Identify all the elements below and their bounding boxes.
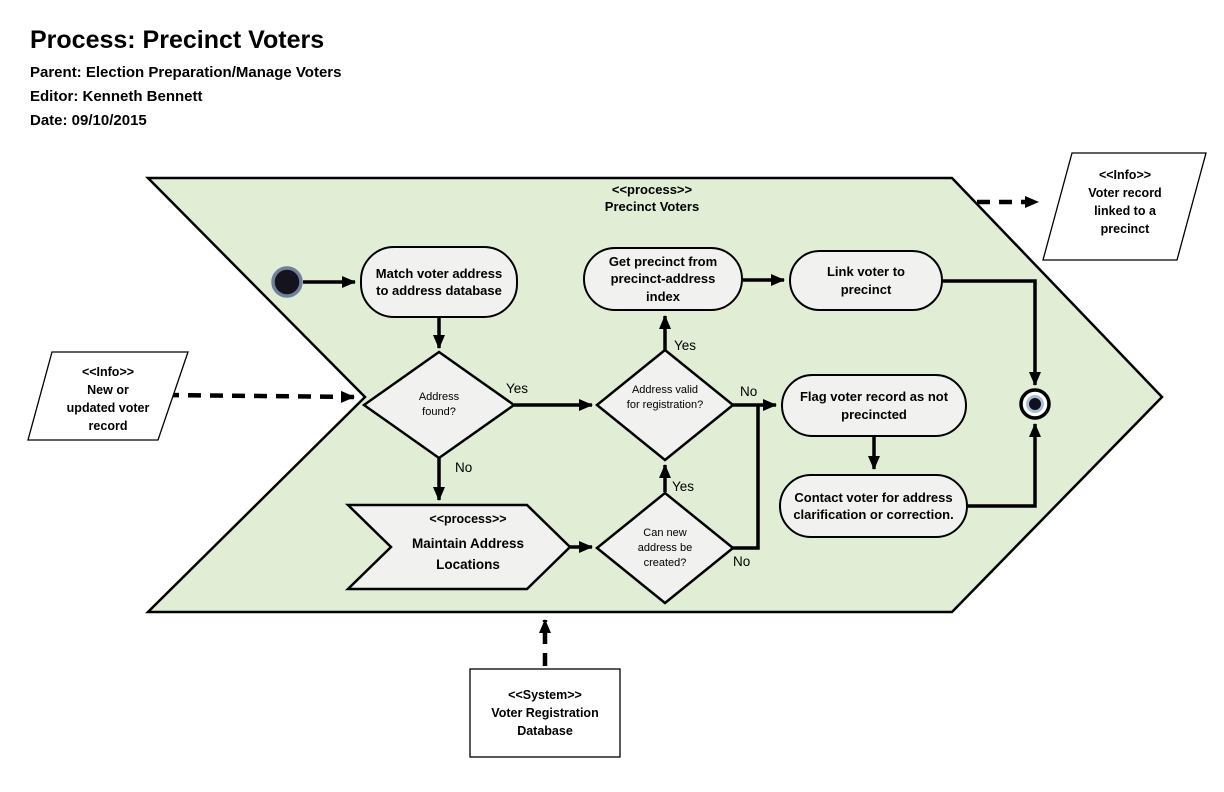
node-link-voter: Link voter to precinct	[789, 250, 943, 311]
process-title-label: <<process>> Precinct Voters	[572, 182, 732, 216]
label-valid-yes: Yes	[674, 338, 697, 353]
process-stereotype: <<process>>	[611, 182, 693, 197]
edge-cannew-no-join	[733, 404, 760, 550]
start-node	[271, 266, 303, 298]
maintain-address-shape	[344, 503, 572, 591]
decision-can-new-address	[595, 491, 735, 605]
node-match-voter: Match voter address to address database	[360, 246, 518, 318]
info-right-text: Voter record linked to a precinct	[1088, 186, 1162, 237]
system-database-label: <<System>> Voter Registration Database	[478, 686, 612, 740]
process-name: Precinct Voters	[604, 198, 700, 214]
label-cannew-no: No	[733, 554, 751, 569]
info-right-stereotype: <<Info>>	[1098, 168, 1152, 182]
decision-address-found	[361, 350, 517, 460]
decision-address-valid	[595, 348, 735, 462]
decision-can-new-label: Can new address be created?	[637, 527, 693, 569]
edge-info-left-to-process	[165, 390, 355, 403]
label-valid-no: No	[740, 384, 758, 399]
page-title: Process: Precinct Voters	[30, 26, 325, 54]
node-get-precinct: Get precinct from precinct-address index	[583, 247, 743, 311]
decision-address-valid-label: Address valid for registration?	[626, 384, 704, 411]
maintain-address-label: <<process>> Maintain Address Locations	[388, 511, 548, 575]
node-contact-voter: Contact voter for address clarification …	[779, 474, 968, 538]
maintain-name: Maintain Address Locations	[411, 536, 525, 572]
info-left-text: New or updated voter record	[66, 383, 150, 434]
editor-line: Editor: Kenneth Bennett	[30, 88, 203, 105]
info-right-shape	[1042, 152, 1207, 261]
date-line: Date: 09/10/2015	[30, 112, 147, 129]
info-right-label: <<Info>> Voter record linked to a precin…	[1081, 166, 1169, 239]
edge-link-to-end	[943, 279, 1041, 386]
label-cannew-yes: Yes	[672, 479, 695, 494]
label-found-yes: Yes	[506, 381, 529, 396]
end-node-inner	[1026, 395, 1044, 413]
node-flag-voter: Flag voter record as not precincted	[781, 374, 967, 437]
label-found-no: No	[455, 460, 473, 475]
info-left-stereotype: <<Info>>	[81, 365, 135, 379]
info-left-shape	[27, 351, 189, 441]
parent-line: Parent: Election Preparation/Manage Vote…	[30, 64, 342, 81]
maintain-stereotype: <<process>>	[429, 512, 507, 526]
system-stereotype: <<System>>	[508, 688, 582, 702]
decision-address-found-label: Address found?	[418, 391, 460, 418]
system-text: Voter Registration Database	[491, 706, 599, 739]
edge-contact-to-end	[968, 423, 1041, 508]
system-database-shape	[469, 668, 621, 758]
info-left-label: <<Info>> New or updated voter record	[63, 363, 153, 436]
